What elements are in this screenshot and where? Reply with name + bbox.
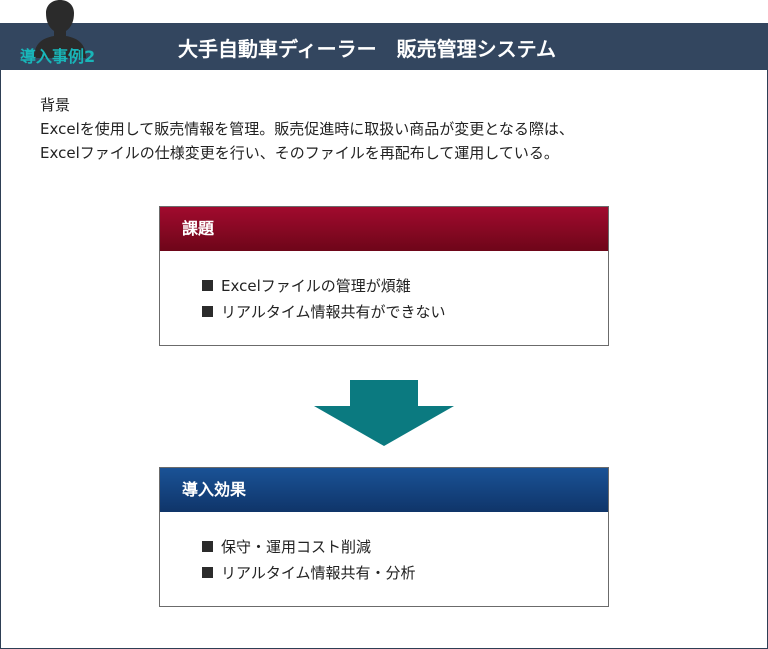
case-label: 導入事例2 xyxy=(20,47,96,66)
background-heading: 背景 xyxy=(40,96,71,114)
issues-title: 課題 xyxy=(160,207,608,251)
list-item-label: 保守・運用コスト削減 xyxy=(221,538,372,556)
list-item: リアルタイム情報共有ができない xyxy=(202,299,608,325)
effects-box: 導入効果 保守・運用コスト削減 リアルタイム情報共有・分析 xyxy=(159,467,609,607)
list-item: 保守・運用コスト削減 xyxy=(202,534,608,560)
list-item: Excelファイルの管理が煩雑 xyxy=(202,273,608,299)
arrow-down-icon xyxy=(314,380,454,446)
issues-list: Excelファイルの管理が煩雑 リアルタイム情報共有ができない xyxy=(160,251,608,325)
square-bullet-icon xyxy=(202,280,213,291)
list-item-label: リアルタイム情報共有・分析 xyxy=(221,564,416,582)
list-item-label: リアルタイム情報共有ができない xyxy=(221,303,446,321)
issues-box: 課題 Excelファイルの管理が煩雑 リアルタイム情報共有ができない xyxy=(159,206,609,346)
background-line: Excelファイルの仕様変更を行い、そのファイルを再配布して運用している。 xyxy=(40,144,559,162)
square-bullet-icon xyxy=(202,567,213,578)
square-bullet-icon xyxy=(202,541,213,552)
background-line: Excelを使用して販売情報を管理。販売促進時に取扱い商品が変更となる際は、 xyxy=(40,120,574,138)
page-title: 大手自動車ディーラー 販売管理システム xyxy=(178,37,556,61)
person-silhouette-icon xyxy=(34,0,86,58)
background-section: 背景 Excelを使用して販売情報を管理。販売促進時に取扱い商品が変更となる際は… xyxy=(40,93,740,165)
effects-list: 保守・運用コスト削減 リアルタイム情報共有・分析 xyxy=(160,512,608,586)
header-bar xyxy=(0,23,768,70)
list-item-label: Excelファイルの管理が煩雑 xyxy=(221,277,411,295)
list-item: リアルタイム情報共有・分析 xyxy=(202,560,608,586)
square-bullet-icon xyxy=(202,306,213,317)
effects-title: 導入効果 xyxy=(160,468,608,512)
